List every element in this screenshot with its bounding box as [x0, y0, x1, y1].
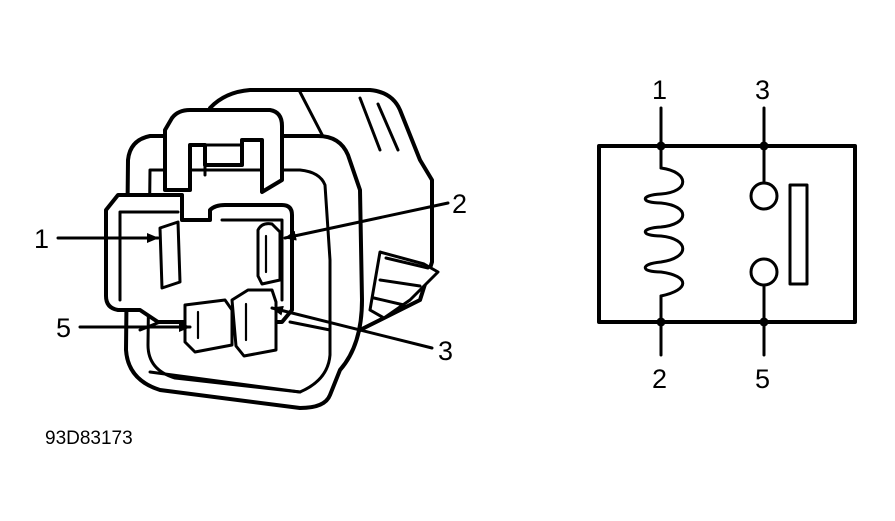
pin-2-terminal — [256, 222, 282, 286]
callout-arrow-2 — [283, 201, 450, 241]
callout-arrows — [56, 201, 450, 350]
switch-contact-top — [749, 181, 779, 211]
connector-label-5: 5 — [56, 313, 71, 343]
schematic-label-2: 2 — [652, 364, 667, 394]
connector-label-1: 1 — [34, 224, 49, 254]
pin-1-dot — [656, 141, 666, 151]
callout-arrow-3 — [270, 305, 434, 350]
schematic-label-3: 3 — [755, 75, 770, 105]
relay-body-box — [597, 144, 857, 324]
connector-top-latch — [163, 108, 284, 194]
relay-connector-illustration — [104, 88, 440, 410]
pin-2-dot — [656, 317, 666, 327]
switch-armature-bar — [788, 183, 809, 286]
connector-label-2: 2 — [452, 189, 467, 219]
connector-label-3: 3 — [438, 336, 453, 366]
relay-schematic — [597, 106, 857, 357]
schematic-label-1: 1 — [652, 75, 667, 105]
pin-5-terminal — [183, 298, 234, 354]
pin-3-terminal — [230, 288, 278, 358]
schematic-label-5: 5 — [755, 364, 770, 394]
coil-icon — [643, 166, 684, 298]
pin-1-terminal — [158, 220, 182, 290]
figure-code: 93D83173 — [45, 428, 133, 449]
switch-contact-bottom — [749, 257, 779, 287]
pin-5-dot — [759, 317, 769, 327]
pin-3-dot — [759, 141, 769, 151]
